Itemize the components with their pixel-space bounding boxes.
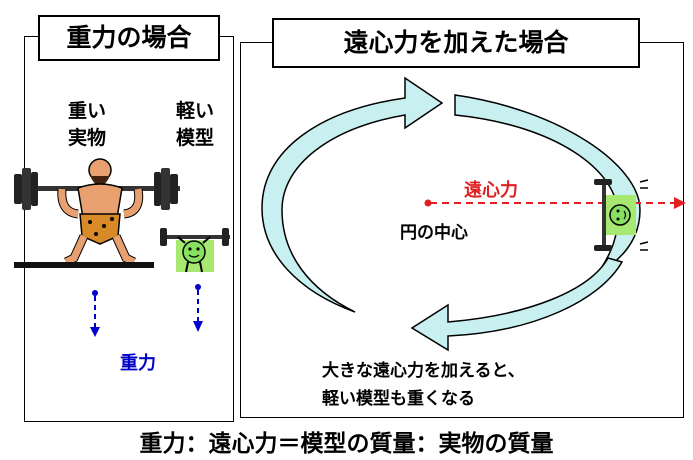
- real-object-label-line1: 重い: [68, 100, 107, 122]
- model-label: 軽い 模型: [176, 98, 214, 152]
- model-label-line2: 模型: [176, 127, 215, 149]
- circle-center-label: 円の中心: [400, 223, 468, 243]
- gravity-label: 重力: [120, 353, 156, 374]
- rotation-arrows: [261, 76, 641, 352]
- real-object-label-line2: 実物: [68, 127, 107, 149]
- ratio-formula: 重力：遠心力＝模型の質量：実物の質量: [139, 431, 554, 457]
- real-object-label: 重い 実物: [68, 98, 106, 152]
- centrifuge-panel-title: 遠心力を加えた場合: [272, 18, 640, 68]
- circle-center-point: [424, 199, 432, 207]
- centrifugal-force-label: 遠心力: [464, 180, 518, 201]
- gravity-arrow-model: [193, 284, 203, 332]
- note-line-2: 軽い模型も重くなる: [322, 389, 475, 409]
- model-label-line1: 軽い: [176, 100, 215, 122]
- weightlifter-illustration: [14, 158, 180, 268]
- model-figure-illustration: [158, 228, 230, 274]
- note-line-1: 大きな遠心力を加えると、: [322, 361, 525, 381]
- rotating-model-illustration: [594, 179, 636, 251]
- gravity-arrow-real: [90, 290, 100, 337]
- gravity-panel-title: 重力の場合: [38, 15, 220, 61]
- motion-lines: [639, 179, 649, 251]
